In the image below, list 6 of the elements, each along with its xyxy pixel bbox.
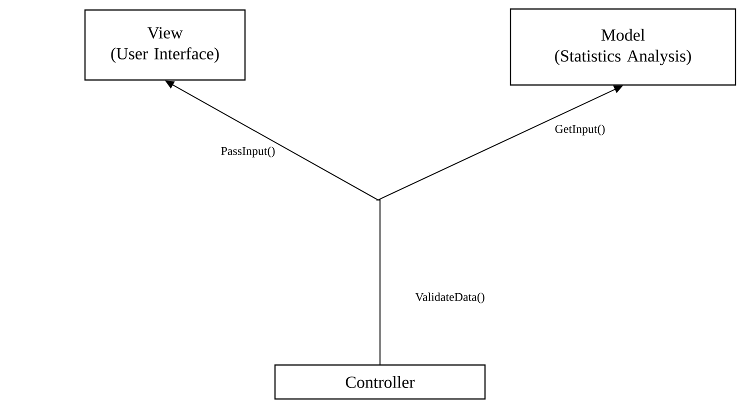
- box: Model (Statistics Analysis): [510, 8, 736, 86]
- edge-label: GetInput(): [554, 124, 606, 136]
- box: Controller: [274, 364, 486, 400]
- edge-label: PassInput(): [220, 146, 276, 158]
- box: View (User Interface): [84, 9, 246, 81]
- label: ValidateData(): [414, 292, 486, 304]
